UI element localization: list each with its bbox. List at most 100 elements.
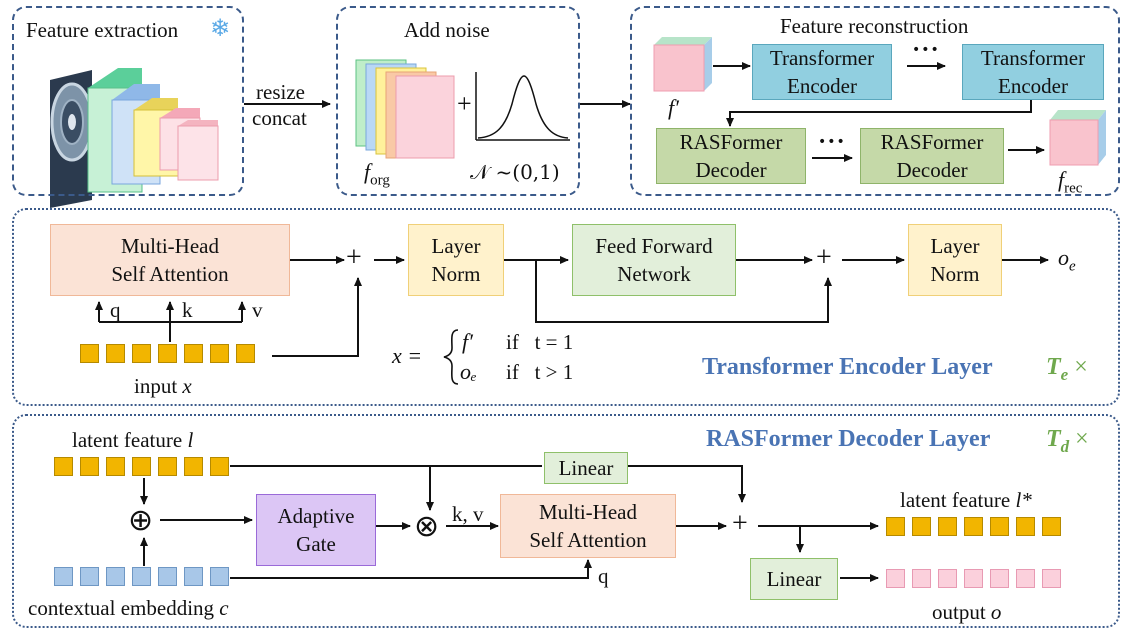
latent-output-token bbox=[1042, 517, 1061, 536]
input-token bbox=[106, 344, 125, 363]
feature-extraction-panel bbox=[12, 6, 244, 196]
latent-output-token bbox=[1016, 517, 1035, 536]
latent-token bbox=[80, 457, 99, 476]
output-token bbox=[964, 569, 983, 588]
latent-output-label: latent feature l* bbox=[900, 488, 1032, 512]
output-token bbox=[1042, 569, 1061, 588]
encoder-arrows bbox=[95, 256, 1049, 357]
input-token bbox=[132, 344, 151, 363]
contextual-embedding-label: contextual embedding c bbox=[28, 596, 229, 620]
top-arrows bbox=[244, 62, 1045, 162]
encoder-repeat-label: Te × bbox=[1046, 354, 1088, 384]
encoder-layer-panel bbox=[12, 208, 1120, 406]
output-token bbox=[886, 569, 905, 588]
input-token bbox=[184, 344, 203, 363]
snowflake-icon: ❄ bbox=[210, 14, 231, 42]
add-noise-panel bbox=[336, 6, 580, 196]
case-brace bbox=[443, 329, 459, 385]
f-org-label: forg bbox=[364, 159, 390, 189]
encoder-layer-title: Transformer Encoder Layer bbox=[702, 354, 993, 380]
decoder-ellipsis: ••• bbox=[818, 134, 846, 150]
latent-token bbox=[210, 457, 229, 476]
otimes-operator: ⊗ bbox=[414, 509, 440, 544]
encoder-plus-1: + bbox=[346, 242, 362, 273]
extraction-blocks bbox=[87, 68, 219, 193]
case-equation-lhs: x = bbox=[392, 343, 423, 368]
output-token bbox=[1016, 569, 1035, 588]
output-token bbox=[912, 569, 931, 588]
f-rec-label: frec bbox=[1058, 167, 1083, 197]
decoder-layer-panel bbox=[12, 414, 1120, 628]
latent-output-token bbox=[886, 517, 905, 536]
resize-label: resize bbox=[256, 80, 305, 104]
decoder-repeat-label: Td × bbox=[1046, 426, 1089, 456]
case2-value: oₑ bbox=[460, 359, 477, 384]
input-token bbox=[210, 344, 229, 363]
oplus-operator: ⊕ bbox=[128, 503, 154, 538]
decoder-q-label: q bbox=[598, 564, 609, 588]
normal-distribution-label: 𝒩 ~(0,1) bbox=[470, 160, 560, 184]
latent-output-token bbox=[938, 517, 957, 536]
case2-condition: if t > 1 bbox=[506, 360, 574, 384]
encoder-v-label: v bbox=[252, 298, 263, 322]
linear-top-block: Linear bbox=[544, 452, 628, 484]
latent-feature-label: latent feature l bbox=[72, 428, 194, 452]
input-token bbox=[158, 344, 177, 363]
input-token bbox=[80, 344, 99, 363]
context-token bbox=[210, 567, 229, 586]
encoder-input-label: input x bbox=[134, 374, 192, 398]
latent-output-token bbox=[964, 517, 983, 536]
f-prime-label: f′ bbox=[668, 95, 679, 120]
latent-token bbox=[158, 457, 177, 476]
output-token bbox=[990, 569, 1009, 588]
context-token bbox=[54, 567, 73, 586]
encoder-output-label: oe bbox=[1058, 245, 1076, 275]
decoder-layer-title: RASFormer Decoder Layer bbox=[706, 426, 991, 452]
context-token bbox=[106, 567, 125, 586]
encoder-q-label: q bbox=[110, 298, 121, 322]
tire-image bbox=[50, 70, 94, 208]
kv-label: k, v bbox=[452, 502, 484, 526]
context-token bbox=[184, 567, 203, 586]
case1-condition: if t = 1 bbox=[506, 330, 574, 354]
f-rec-block bbox=[1049, 110, 1106, 166]
latent-token bbox=[106, 457, 125, 476]
context-token bbox=[132, 567, 151, 586]
latent-output-token bbox=[912, 517, 931, 536]
f-prime-block bbox=[653, 37, 712, 92]
encoder-ellipsis: ••• bbox=[912, 42, 940, 58]
noise-plus: + bbox=[457, 89, 472, 118]
feature-reconstruction-panel bbox=[630, 6, 1120, 196]
encoder-plus-2: + bbox=[816, 242, 832, 273]
output-token bbox=[938, 569, 957, 588]
noise-feature-stack bbox=[355, 59, 455, 159]
encoder-k-label: k bbox=[182, 298, 193, 322]
latent-output-token bbox=[990, 517, 1009, 536]
latent-token bbox=[54, 457, 73, 476]
feature-extraction-title: Feature extraction bbox=[26, 18, 179, 42]
context-token bbox=[80, 567, 99, 586]
feature-reconstruction-title: Feature reconstruction bbox=[780, 14, 969, 38]
gaussian-curve bbox=[475, 72, 570, 141]
case1-value: f′ bbox=[462, 329, 473, 354]
decoder-plus: + bbox=[732, 508, 748, 539]
concat-label: concat bbox=[252, 106, 307, 130]
latent-token bbox=[132, 457, 151, 476]
latent-token bbox=[184, 457, 203, 476]
output-label: output o bbox=[932, 600, 1002, 624]
context-token bbox=[158, 567, 177, 586]
linear-bottom-block: Linear bbox=[750, 558, 838, 600]
add-noise-title: Add noise bbox=[404, 18, 490, 42]
decoder-arrows bbox=[140, 465, 879, 582]
